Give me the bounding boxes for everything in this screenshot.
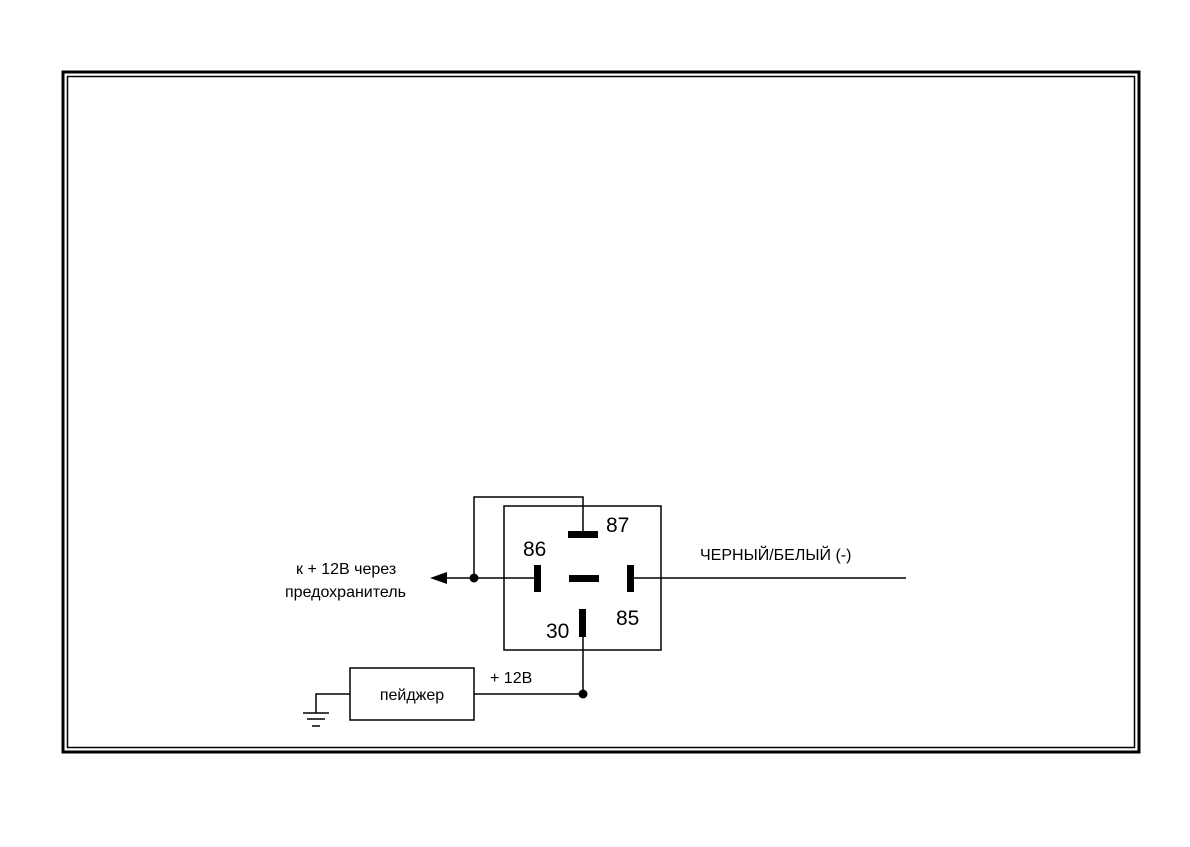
wire-pager-ground: [315, 693, 350, 713]
frame-outer: [61, 70, 1141, 754]
relay-contacts: [534, 531, 634, 637]
wire-color-label: ЧЕРНЫЙ/БЕЛЫЙ (-): [700, 545, 851, 564]
ground-icon: [303, 712, 329, 727]
contact-86: [534, 565, 541, 592]
frame-inner: [66, 75, 1136, 749]
pin-30-label: 30: [546, 620, 569, 643]
wire-87-loop: [473, 496, 584, 578]
contact-85: [627, 565, 634, 592]
page-frame: [61, 70, 1141, 754]
pin-85-label: 85: [616, 607, 639, 630]
contact-30: [579, 609, 586, 637]
arrow-left-icon: [430, 572, 447, 584]
junction-dot: [578, 689, 588, 699]
contact-center: [569, 575, 599, 582]
supply-label-line2: предохранитель: [285, 584, 406, 601]
pager-box: [349, 667, 475, 721]
plus12-label: + 12В: [490, 670, 532, 687]
supply-label-line1: к + 12В через: [296, 561, 396, 578]
junction-dot: [469, 573, 479, 583]
pager-label: пейджер: [380, 687, 444, 704]
contact-87: [568, 531, 598, 538]
wires: [315, 496, 906, 713]
pin-87-label: 87: [606, 514, 629, 537]
pin-86-label: 86: [523, 538, 546, 561]
